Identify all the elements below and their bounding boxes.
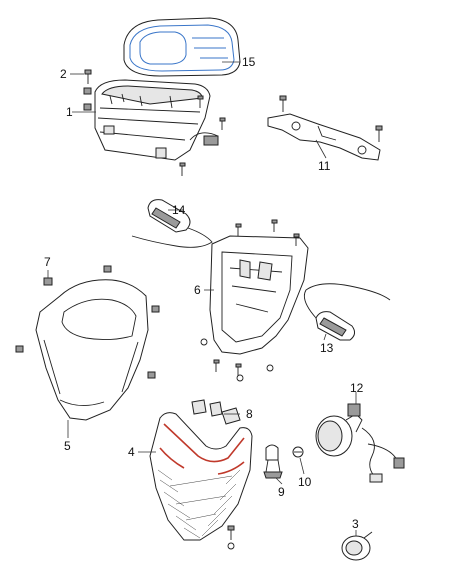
leader-lines [47, 61, 357, 536]
bracket-bolts [279, 95, 383, 142]
meter-bracket[interactable] [267, 113, 381, 161]
screw-2[interactable] [84, 69, 92, 84]
part-number-4: 4 [128, 445, 135, 459]
part-number-14: 14 [172, 203, 186, 217]
part-number-6: 6 [194, 283, 201, 297]
clip-nut-7[interactable] [43, 277, 53, 286]
part-number-15: 15 [242, 55, 256, 69]
headlight-bulb[interactable] [263, 444, 283, 479]
clip-nuts-near-meter [83, 87, 92, 111]
meter-screws [179, 95, 226, 176]
part-number-13: 13 [320, 341, 334, 355]
position-bulb[interactable] [292, 446, 304, 458]
left-turn-signal[interactable] [131, 199, 213, 248]
right-turn-signal[interactable] [303, 283, 391, 341]
part-numbers: 15 2 1 11 14 6 7 13 8 12 4 5 9 10 3 [44, 55, 364, 531]
headlight-assembly[interactable] [149, 412, 253, 541]
headlight-mount-bolts [227, 525, 235, 550]
meter-connector-wire [189, 132, 219, 146]
part-number-11: 11 [318, 159, 331, 173]
bracket-clips-8[interactable] [191, 399, 241, 425]
inner-panel[interactable] [209, 235, 309, 355]
part-number-2: 2 [60, 67, 67, 81]
part-number-5: 5 [64, 439, 71, 453]
part-number-1: 1 [66, 105, 73, 119]
part-number-10: 10 [298, 475, 312, 489]
horn[interactable] [341, 531, 373, 561]
part-number-9: 9 [278, 485, 285, 499]
part-number-8: 8 [246, 407, 253, 421]
panel-screws [200, 219, 300, 382]
part-number-7: 7 [44, 255, 51, 269]
part-number-12: 12 [350, 381, 364, 395]
meter-case[interactable] [94, 79, 211, 161]
headlight-socket[interactable] [315, 403, 405, 483]
front-cowl[interactable] [15, 265, 160, 421]
part-number-3: 3 [352, 517, 359, 531]
instrument-lens[interactable] [123, 17, 241, 77]
